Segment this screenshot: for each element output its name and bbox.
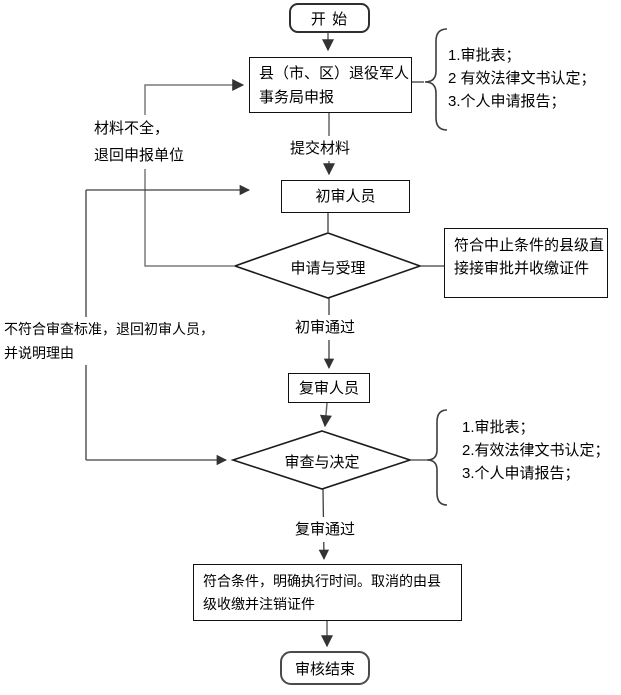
suspend-note-line2: 接接审批并收缴证件 [454,260,590,277]
annotation-2-item-3: 3.个人申请报告； [462,465,580,482]
annotation-list-2: 1.审批表； 2.有效法律文书认定； 3.个人申请报告； [462,416,610,485]
annotation-1-item-2: 2 有效法律文书认定； [448,70,596,87]
edge-second-to-decision [319,402,332,428]
decision-diamond-shape [230,430,413,490]
initial-review-box: 初审人员 [281,180,410,213]
annotation-brace-1 [424,28,448,131]
declare-box-line2: 事务局申报 [259,89,335,106]
second-pass-label: 复审通过 [293,517,357,542]
final-action-line1: 符合条件，明确执行时间。取消的由县 [203,573,441,589]
return-incomplete-label: 材料不全， 退回申报单位 [94,115,190,169]
return-rejected-label: 不符合审查标准，退回初审人员， 并说明理由 [4,317,218,365]
return-rejected-line2: 并说明理由 [4,345,74,361]
return-incomplete-line1: 材料不全， [94,120,170,137]
annotation-list-1: 1.审批表； 2 有效法律文书认定； 3.个人申请报告； [448,44,596,113]
return-incomplete-line2: 退回申报单位 [94,147,185,164]
start-node: 开 始 [289,3,370,33]
annotation-brace-2 [426,409,448,506]
declare-box-line1: 县（市、区）退役军人 [259,65,410,82]
decision-diamond-label: 审查与决定 [284,454,360,471]
suspend-note-box: 符合中止条件的县级直 接接审批并收缴证件 [444,228,608,298]
annotation-2-item-1: 1.审批表； [462,419,535,436]
suspend-note-line1: 符合中止条件的县级直 [454,237,605,254]
annotation-1-item-3: 3.个人申请报告； [448,93,566,110]
submit-materials-label: 提交材料 [288,136,352,161]
acceptance-diamond-shape [232,232,423,299]
annotation-1-item-1: 1.审批表； [448,47,521,64]
edge-return-incomplete [144,79,245,267]
final-action-box: 符合条件，明确执行时间。取消的由县 级收缴并注销证件 [193,564,462,621]
annotation-2-item-2: 2.有效法律文书认定； [462,442,610,459]
second-review-box: 复审人员 [288,373,370,403]
declare-box: 县（市、区）退役军人 事务局申报 [249,57,412,113]
initial-pass-label: 初审通过 [293,315,357,340]
return-rejected-line1: 不符合审查标准，退回初审人员， [4,321,214,337]
final-action-line2: 级收缴并注销证件 [203,596,315,612]
end-node: 审核结束 [280,651,370,685]
acceptance-diamond-label: 申请与受理 [290,260,366,277]
